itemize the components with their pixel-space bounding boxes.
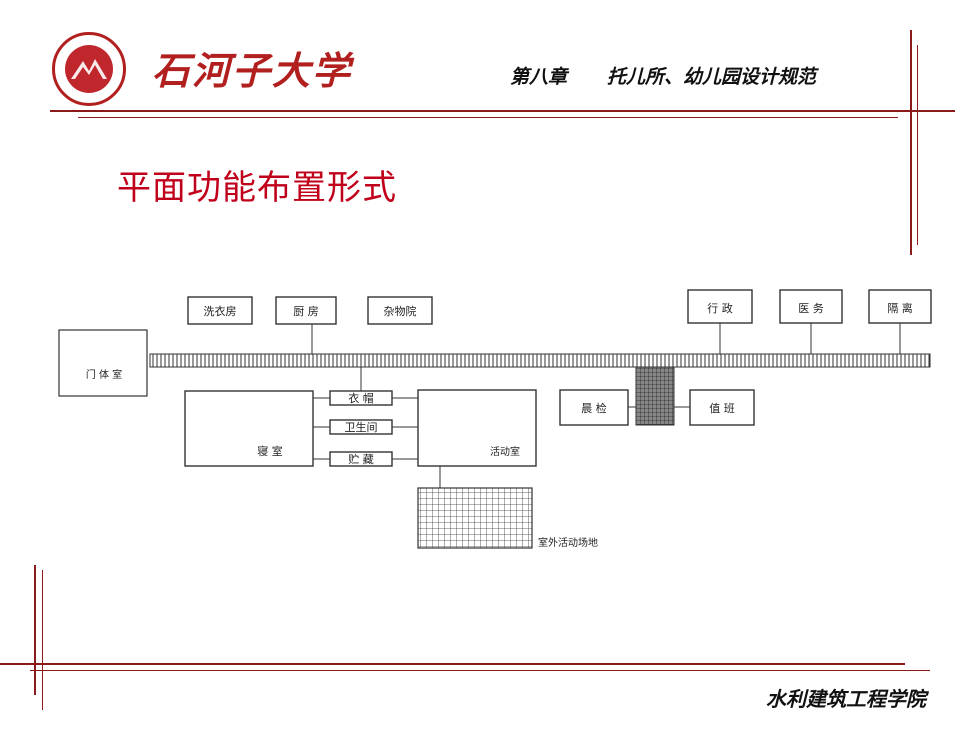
morning-check-room	[559, 389, 629, 426]
kitchen-room-label: 厨 房	[293, 305, 319, 318]
activity-room-label: 活动室	[490, 445, 520, 458]
header-rule-top	[50, 110, 955, 112]
left-vertical-rule-1	[34, 565, 36, 695]
cloakroom-label: 衣 帽	[348, 391, 374, 405]
isolation-room-label: 隔 离	[887, 301, 913, 315]
logo-mountain-emblem	[65, 45, 113, 93]
left-vertical-rule-2	[42, 570, 43, 710]
storage-room-label: 贮 藏	[348, 453, 374, 466]
university-name: 石河子大学	[152, 48, 353, 93]
sleep-room-label: 寝 室	[257, 444, 283, 458]
entrance-hatch	[635, 366, 675, 426]
footer-rule-bottom	[30, 670, 930, 671]
chapter-heading: 第八章 托儿所、幼儿园设计规范	[510, 62, 816, 89]
outdoor-activity-area	[417, 487, 533, 549]
laundry-room	[187, 296, 253, 325]
slide-title: 平面功能布置形式	[117, 168, 397, 208]
laundry-room-label: 洗衣房	[204, 304, 237, 318]
sundries-yard	[367, 296, 433, 325]
sleep-room	[184, 390, 314, 467]
admin-room-label: 行 政	[707, 301, 733, 315]
duty-room	[689, 389, 755, 426]
university-logo	[52, 32, 126, 106]
chapter-title: 托儿所、幼儿园设计规范	[607, 66, 817, 88]
isolation-room	[868, 289, 932, 324]
activity-room	[417, 389, 537, 467]
chapter-number: 第八章	[510, 66, 568, 88]
toilet-room-label: 卫生间	[345, 420, 378, 434]
morning-check-label: 晨 检	[581, 401, 607, 415]
header-rule-bottom	[78, 117, 898, 118]
outdoor-activity-label: 室外活动场地	[538, 536, 598, 549]
duty-room-label: 值 班	[709, 402, 735, 415]
college-name: 水利建筑工程学院	[766, 687, 926, 711]
medical-room-label: 医 务	[798, 302, 824, 315]
left-room-box	[58, 329, 148, 397]
right-vertical-rule-1	[910, 30, 912, 255]
admin-room	[687, 289, 753, 324]
footer-rule-top	[0, 663, 905, 665]
kitchen-room	[275, 296, 337, 325]
main-corridor	[149, 353, 931, 368]
medical-room	[779, 289, 843, 324]
right-vertical-rule-2	[917, 45, 918, 245]
sundries-yard-label: 杂物院	[384, 304, 417, 318]
left-room-label: 门 体 室	[86, 368, 122, 381]
